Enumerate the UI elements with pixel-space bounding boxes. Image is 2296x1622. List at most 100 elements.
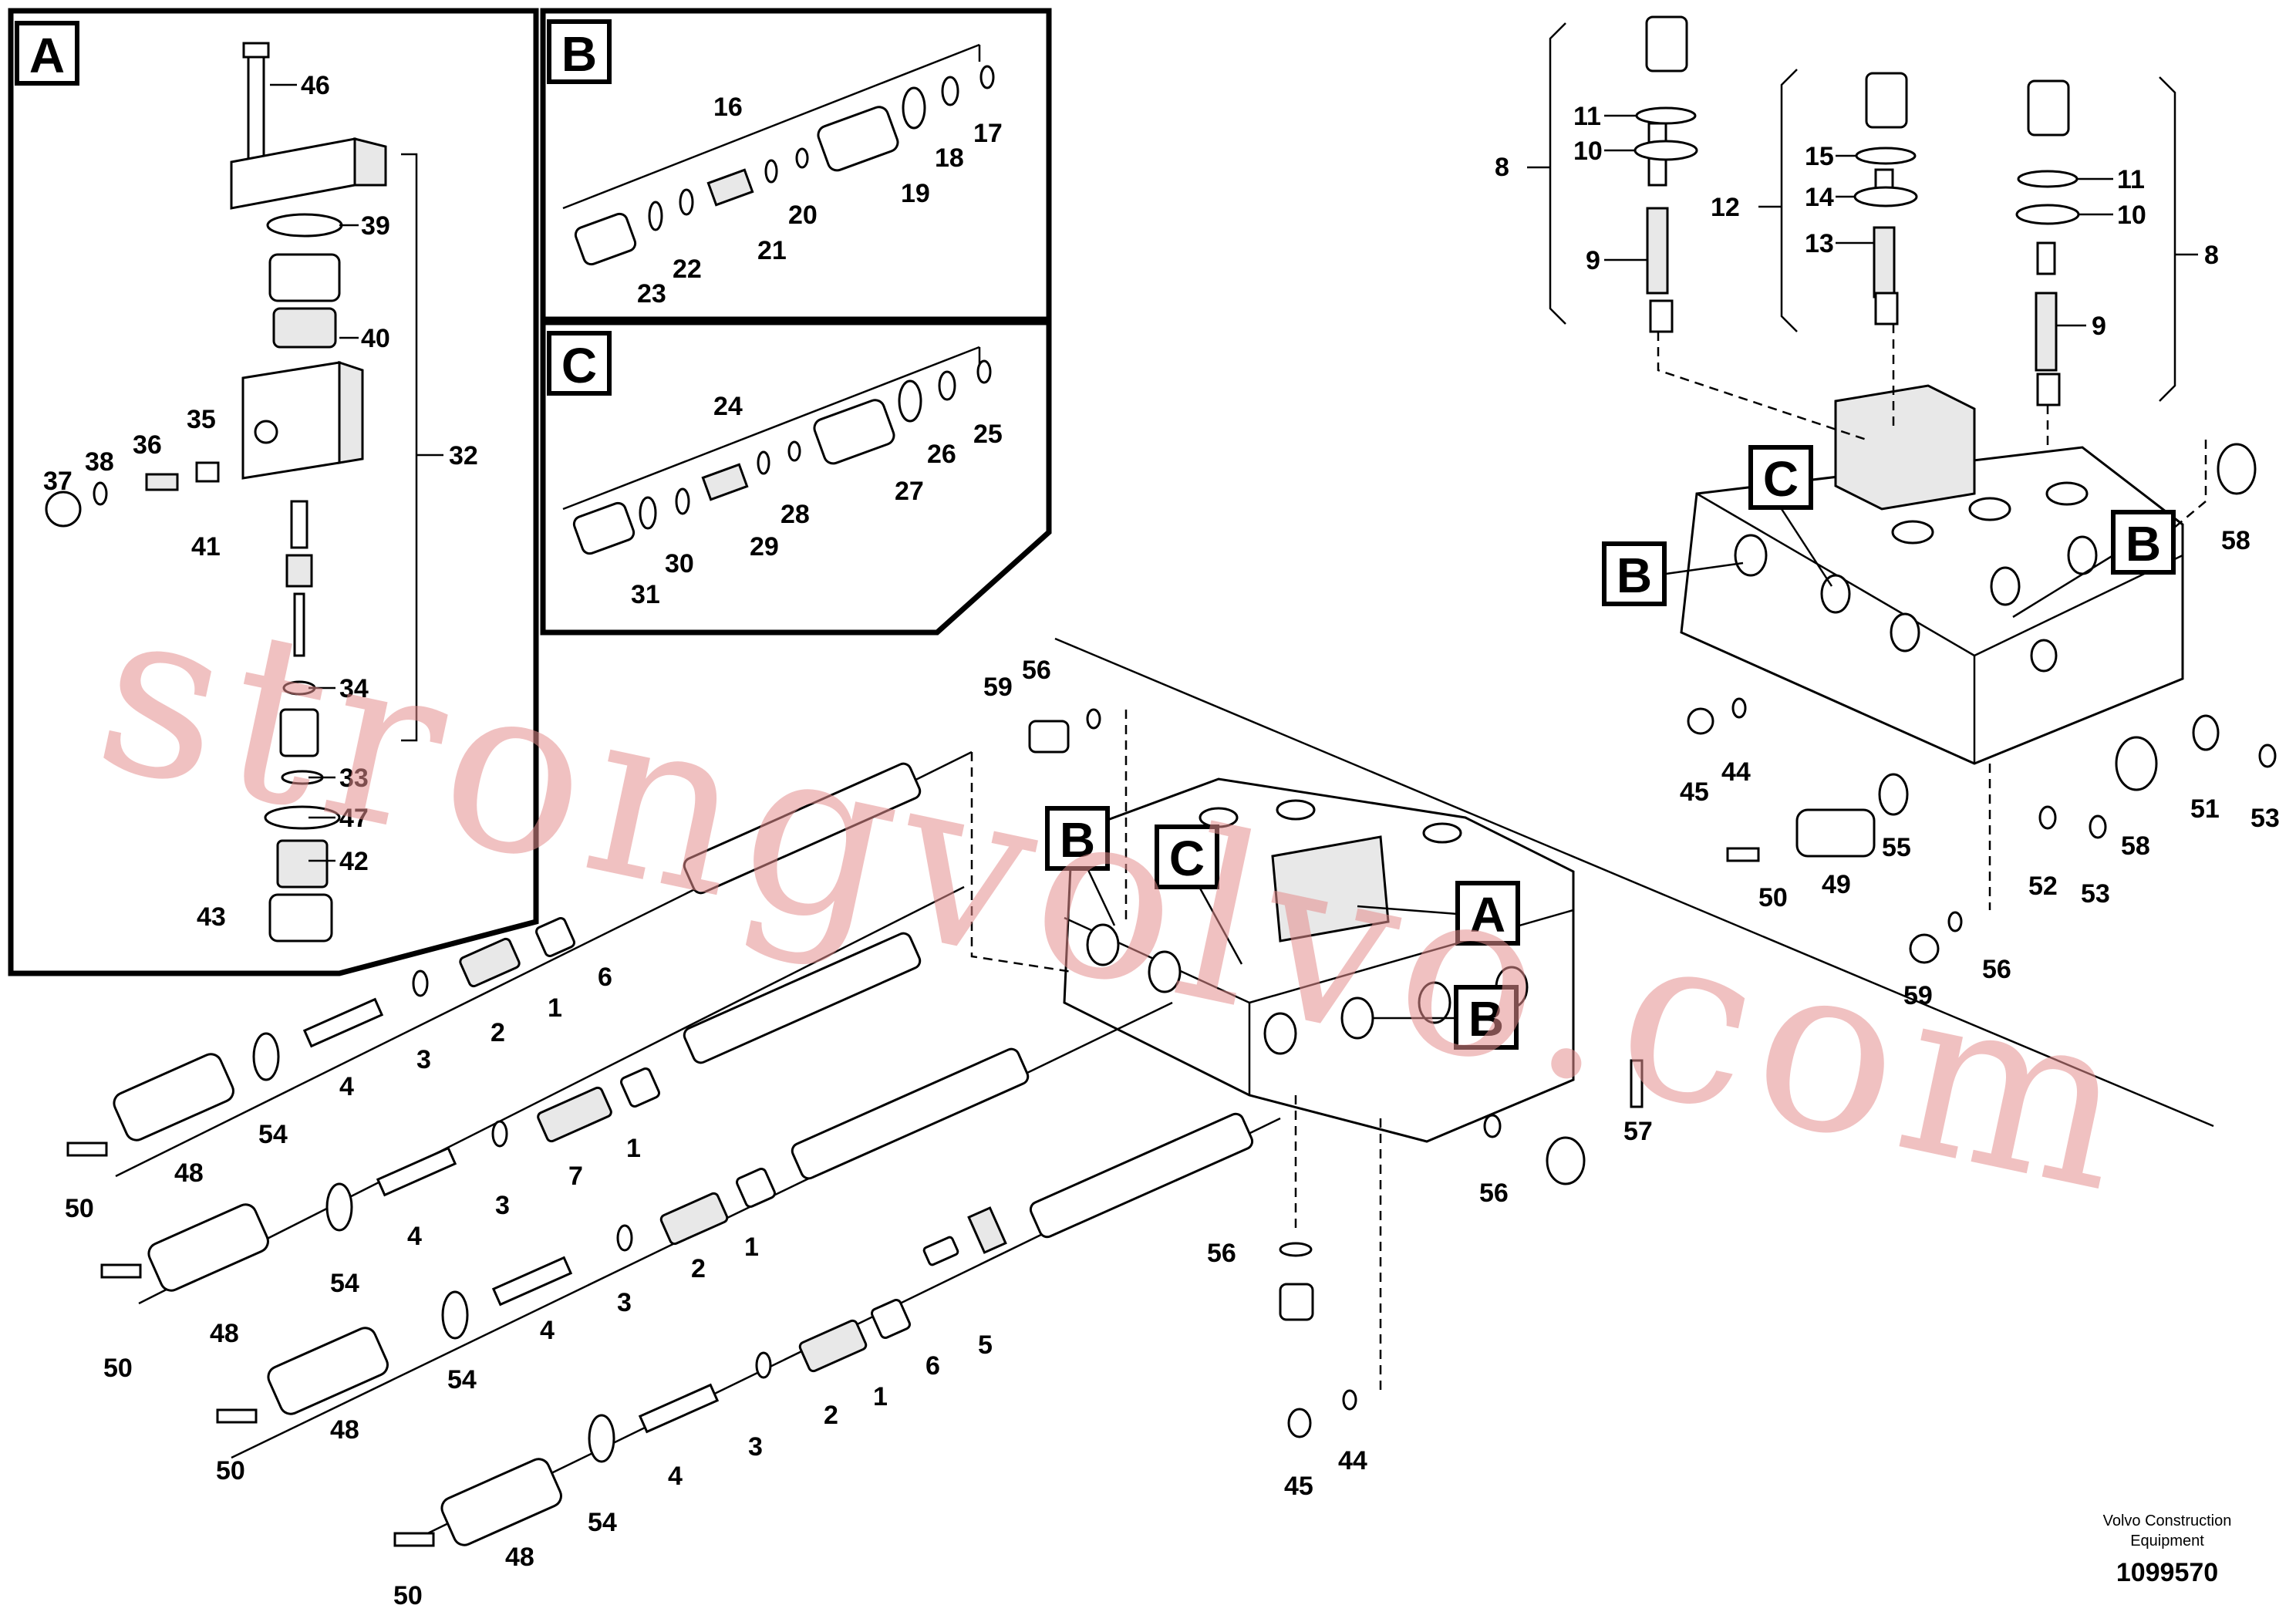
callout-m-4a: 4 bbox=[339, 1072, 354, 1101]
callout-m-45: 45 bbox=[1284, 1472, 1313, 1501]
callout-r-45: 45 bbox=[1680, 777, 1709, 807]
callout-r-50: 50 bbox=[1758, 883, 1788, 912]
callout-28: 28 bbox=[781, 500, 810, 529]
callout-m-1d: 1 bbox=[873, 1382, 888, 1411]
main-section-labels: B C A B bbox=[1045, 806, 1520, 1050]
callout-31: 31 bbox=[631, 580, 660, 609]
right-label-b-right: B bbox=[2126, 516, 2161, 572]
callout-m-4d: 4 bbox=[668, 1462, 683, 1491]
callout-16: 16 bbox=[713, 93, 743, 122]
callout-m-7: 7 bbox=[568, 1162, 583, 1191]
callout-32: 32 bbox=[449, 441, 478, 470]
callout-r-10b: 10 bbox=[2117, 201, 2146, 230]
callout-47: 47 bbox=[339, 804, 369, 833]
callout-m-1a: 1 bbox=[548, 993, 562, 1023]
callout-r-55: 55 bbox=[1882, 833, 1911, 862]
section-b-letter: B bbox=[561, 26, 597, 82]
callout-36: 36 bbox=[133, 430, 162, 460]
callout-46: 46 bbox=[301, 71, 330, 100]
callout-23: 23 bbox=[637, 279, 666, 309]
section-c-letter: C bbox=[561, 338, 597, 393]
callout-r-52: 52 bbox=[2028, 872, 2058, 901]
callout-25: 25 bbox=[973, 420, 1003, 449]
callout-r-8b: 8 bbox=[2204, 241, 2219, 270]
callout-m-48b: 48 bbox=[210, 1319, 239, 1348]
panel-c-frame bbox=[540, 319, 1052, 636]
callout-r-59: 59 bbox=[1903, 981, 1933, 1010]
main-spools bbox=[66, 708, 1644, 1547]
callout-m-54a: 54 bbox=[258, 1120, 288, 1149]
callout-42: 42 bbox=[339, 847, 369, 876]
callout-m-48d: 48 bbox=[505, 1543, 534, 1572]
section-c-badge: C bbox=[547, 331, 612, 396]
callout-38: 38 bbox=[85, 447, 114, 477]
callout-m-50d: 50 bbox=[393, 1581, 423, 1610]
callout-17: 17 bbox=[973, 119, 1003, 148]
panel-a-frame bbox=[8, 8, 539, 976]
callout-r-53b: 53 bbox=[2250, 804, 2280, 833]
callout-33: 33 bbox=[339, 764, 369, 793]
callout-m-54c: 54 bbox=[447, 1365, 477, 1394]
callout-m-1b: 1 bbox=[626, 1134, 641, 1163]
callout-r-10a: 10 bbox=[1573, 137, 1603, 166]
callout-r-58b: 58 bbox=[2121, 831, 2150, 861]
callout-43: 43 bbox=[197, 902, 226, 932]
callout-m-3d: 3 bbox=[748, 1432, 763, 1462]
main-label-b-top: B bbox=[1060, 812, 1095, 868]
right-label-c: C bbox=[1763, 451, 1799, 507]
right-label-b-left: B bbox=[1617, 548, 1652, 603]
callout-r-44: 44 bbox=[1721, 757, 1751, 787]
callout-21: 21 bbox=[757, 236, 787, 265]
callout-m-48c: 48 bbox=[330, 1415, 359, 1445]
right-valve-body bbox=[1527, 15, 2277, 964]
brand-line-2: Equipment bbox=[2130, 1533, 2204, 1549]
callout-18: 18 bbox=[935, 143, 964, 173]
brand-line-1: Volvo Construction bbox=[2103, 1512, 2232, 1529]
main-callouts: 59 56 6 1 2 3 4 54 48 50 7 1 3 4 54 48 5… bbox=[65, 656, 1653, 1610]
section-b-badge: B bbox=[547, 19, 612, 84]
callout-r-11b: 11 bbox=[2117, 165, 2145, 194]
callout-35: 35 bbox=[187, 405, 216, 434]
right-callouts: 8 11 10 9 12 15 14 13 11 10 8 9 58 45 44… bbox=[1495, 102, 2280, 1010]
callout-34: 34 bbox=[339, 674, 369, 703]
callout-r-9a: 9 bbox=[1586, 246, 1600, 275]
callout-29: 29 bbox=[750, 532, 779, 561]
section-divider bbox=[1054, 637, 2214, 1128]
callout-37: 37 bbox=[43, 467, 72, 496]
callout-r-8a: 8 bbox=[1495, 153, 1509, 182]
panel-c-callouts: 24 25 26 27 28 29 30 31 bbox=[631, 392, 1003, 609]
callout-r-53a: 53 bbox=[2081, 879, 2110, 909]
callout-m-54b: 54 bbox=[330, 1269, 359, 1298]
callout-r-15: 15 bbox=[1805, 142, 1834, 171]
callout-r-11a: 11 bbox=[1573, 102, 1601, 131]
callout-m-4b: 4 bbox=[407, 1222, 422, 1251]
doc-number: 1099570 bbox=[2116, 1558, 2218, 1587]
callout-r-9b: 9 bbox=[2092, 312, 2106, 341]
callout-m-3a: 3 bbox=[416, 1045, 431, 1074]
callout-r-58a: 58 bbox=[2221, 526, 2250, 555]
panel-b-callouts: 16 17 18 19 20 21 22 23 bbox=[637, 93, 1003, 309]
callout-m-56a: 56 bbox=[1022, 656, 1051, 685]
panel-a-callouts: 46 39 40 35 36 38 37 41 32 34 33 47 42 4… bbox=[43, 71, 478, 932]
callout-m-56b: 56 bbox=[1479, 1179, 1509, 1208]
callout-m-44: 44 bbox=[1338, 1446, 1367, 1475]
callout-19: 19 bbox=[901, 179, 930, 208]
callout-r-13: 13 bbox=[1805, 229, 1834, 258]
callout-41: 41 bbox=[191, 532, 221, 561]
panel-c-parts bbox=[562, 346, 992, 555]
callout-26: 26 bbox=[927, 440, 956, 469]
callout-m-1c: 1 bbox=[744, 1233, 759, 1262]
main-label-c: C bbox=[1169, 831, 1205, 886]
panel-b-frame bbox=[540, 8, 1052, 322]
callout-r-12: 12 bbox=[1711, 193, 1740, 222]
callout-39: 39 bbox=[361, 211, 390, 241]
callout-m-5: 5 bbox=[978, 1330, 993, 1360]
callout-27: 27 bbox=[895, 477, 924, 506]
callout-r-14: 14 bbox=[1805, 183, 1834, 212]
callout-20: 20 bbox=[788, 201, 818, 230]
callout-m-50a: 50 bbox=[65, 1194, 94, 1223]
panel-b-parts bbox=[562, 43, 995, 266]
callout-30: 30 bbox=[665, 549, 694, 578]
callout-22: 22 bbox=[673, 255, 702, 284]
callout-m-2a: 2 bbox=[491, 1018, 505, 1047]
